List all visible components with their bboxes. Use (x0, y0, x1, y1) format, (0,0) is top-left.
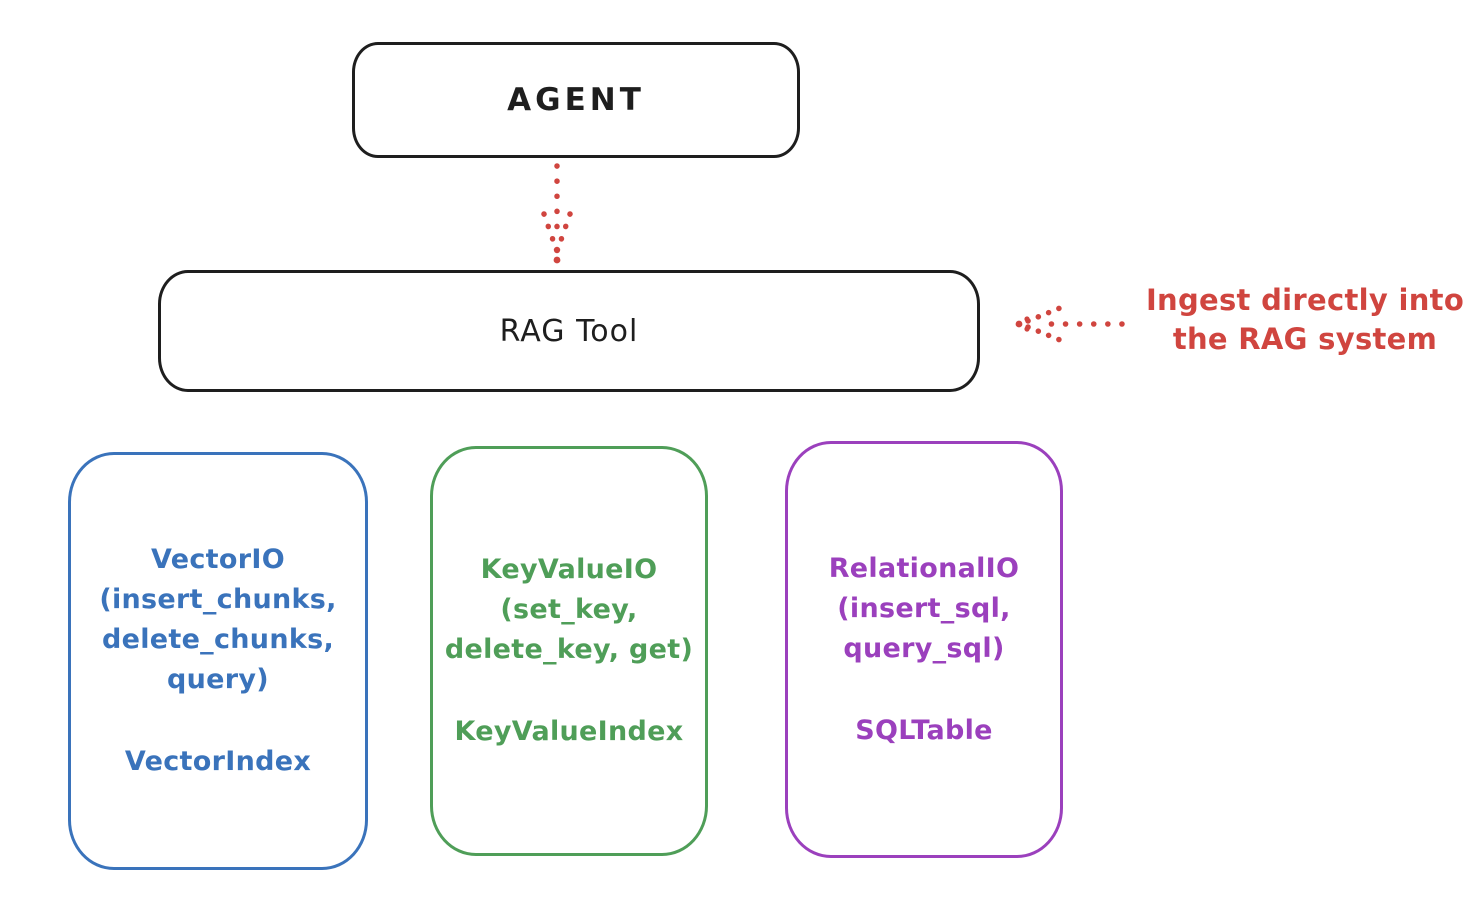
vector-io-method-line: query) (167, 664, 269, 695)
relational-io-method-line: query_sql) (843, 632, 1005, 664)
keyvalue-io-node: KeyValueIO (set_key, delete_key, get) Ke… (430, 446, 708, 856)
ingest-annotation-line2: the RAG system (1172, 322, 1438, 356)
rag-tool-label: RAG Tool (499, 313, 639, 349)
vector-io-title: VectorIO (151, 544, 285, 575)
annotation-to-rag-arrow (1015, 305, 1125, 343)
keyvalue-io-signature: KeyValueIO (set_key, delete_key, get) (445, 550, 693, 670)
vector-io-signature: VectorIO (insert_chunks, delete_chunks, … (99, 540, 336, 700)
vector-io-method-line: (insert_chunks, (99, 584, 337, 615)
agent-label: AGENT (507, 82, 645, 118)
agent-to-rag-arrow (541, 163, 573, 264)
keyvalue-index-label: KeyValueIndex (454, 716, 684, 747)
vector-io-node: VectorIO (insert_chunks, delete_chunks, … (68, 452, 368, 870)
ingest-annotation: Ingest directly into the RAG system (1133, 281, 1477, 359)
keyvalue-io-title: KeyValueIO (480, 554, 658, 585)
rag-tool-node: RAG Tool (158, 270, 980, 392)
keyvalue-io-method-line: delete_key, get) (444, 634, 694, 665)
vector-io-method-line: delete_chunks, (101, 624, 335, 655)
sql-table-label: SQLTable (855, 714, 993, 746)
agent-node: AGENT (352, 42, 800, 158)
keyvalue-io-method-line: (set_key, (500, 594, 638, 625)
relational-io-method-line: (insert_sql, (837, 592, 1011, 624)
vector-index-label: VectorIndex (124, 746, 312, 777)
ingest-annotation-line1: Ingest directly into (1145, 283, 1465, 317)
relational-io-node: RelationalIO (insert_sql, query_sql) SQL… (785, 441, 1063, 858)
relational-io-title: RelationalIO (828, 552, 1020, 584)
relational-io-signature: RelationalIO (insert_sql, query_sql) (829, 549, 1020, 669)
